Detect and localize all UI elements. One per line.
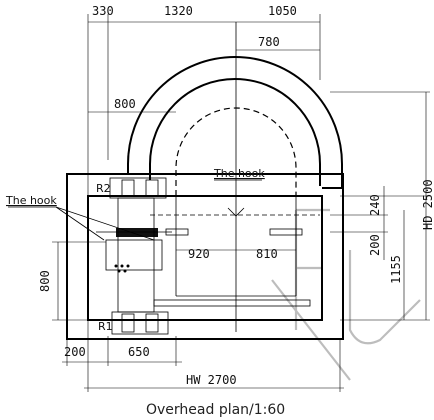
dim-gap-920: 920 (188, 247, 210, 261)
dim-bottom-200: 200 (64, 345, 86, 359)
marker-r2: R2 (96, 182, 111, 195)
dim-hw: HW 2700 (186, 373, 237, 387)
hook-leaders (8, 179, 262, 241)
dim-width-800: 800 (114, 97, 136, 111)
dim-right-240: 240 (368, 194, 382, 216)
left-machinery (96, 177, 172, 335)
center-hook (227, 207, 245, 217)
dim-top-right: 1050 (268, 4, 297, 18)
hook-label-center: The hook (213, 167, 265, 180)
dim-top-mid: 1320 (164, 4, 193, 18)
outer-base-wall (66, 173, 344, 340)
lower-rotor-housing (111, 311, 169, 335)
dim-right-1155: 1155 (389, 255, 403, 284)
inner-arch (149, 78, 321, 186)
floor-plate (153, 299, 311, 307)
dim-gap-810: 810 (256, 247, 278, 261)
plan-caption: Overhead plan/1:60 (146, 402, 285, 418)
hook-label-left: The hook (5, 194, 57, 207)
dim-side-800: 800 (38, 270, 52, 292)
dim-right-200: 200 (368, 234, 382, 256)
watermark (271, 208, 421, 381)
dimension-lines (52, 14, 430, 392)
dim-inner-right: 780 (258, 35, 280, 49)
inner-room (150, 22, 320, 332)
dim-top-left: 330 (92, 4, 114, 18)
hook-beam (116, 228, 158, 237)
dim-hd: HD 2500 (421, 179, 434, 230)
outer-arch (127, 56, 343, 189)
marker-r1: R1 (98, 320, 113, 333)
dim-bottom-650: 650 (128, 345, 150, 359)
center-block (105, 239, 163, 271)
